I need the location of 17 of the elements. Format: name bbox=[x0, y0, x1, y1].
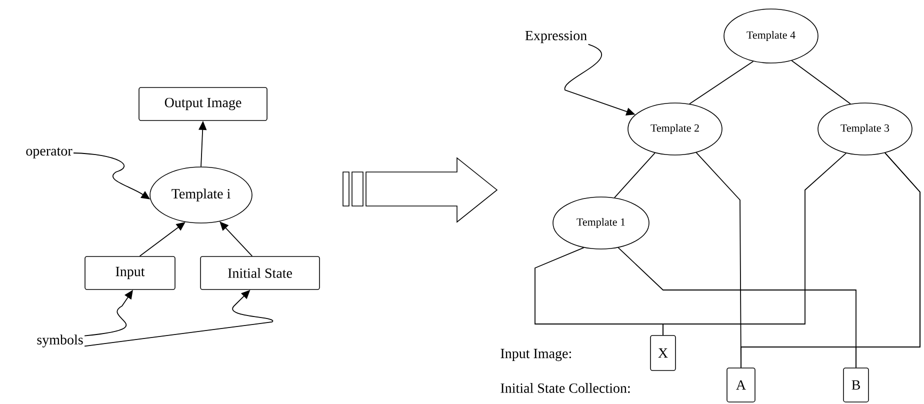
row-label: Input Image: bbox=[500, 348, 571, 362]
process-box: B bbox=[843, 368, 869, 402]
connector-line bbox=[614, 152, 656, 198]
connector-line bbox=[791, 60, 851, 104]
annotation-text: operator bbox=[26, 148, 72, 158]
connector-line bbox=[534, 247, 664, 336]
row-label: Initial State Collection: bbox=[500, 383, 630, 393]
annotation-text: Expression bbox=[525, 30, 587, 44]
process-box: X bbox=[650, 335, 676, 371]
connector-line bbox=[618, 247, 856, 368]
process-box: Initial State bbox=[200, 256, 320, 290]
annotation-text: symbols bbox=[37, 334, 83, 348]
process-box: Output Image bbox=[138, 87, 268, 121]
process-box: Input bbox=[84, 256, 176, 290]
connector-line bbox=[689, 60, 754, 104]
process-box: A bbox=[726, 368, 756, 402]
arrow bbox=[220, 222, 253, 257]
